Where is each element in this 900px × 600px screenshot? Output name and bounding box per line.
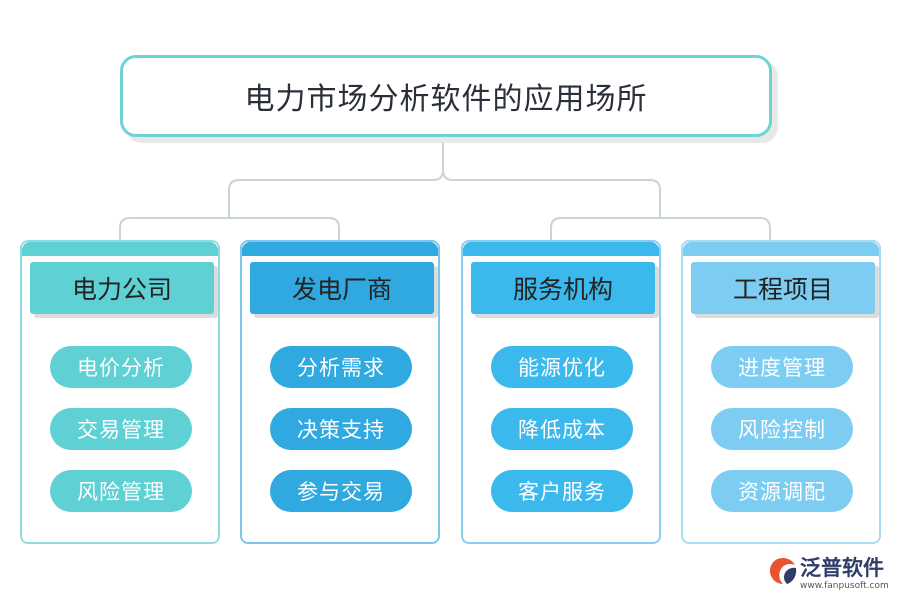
item-pill: 风险控制 [711, 408, 853, 450]
item-pill: 分析需求 [270, 346, 412, 388]
logo-url: www.fanpusoft.com [800, 581, 889, 591]
category-label: 工程项目 [732, 275, 833, 304]
title-box: 电力市场分析软件的应用场所 [120, 55, 772, 137]
item-label: 分析需求 [297, 356, 385, 380]
category-label: 电力公司 [71, 275, 172, 304]
item-pill: 能源优化 [491, 346, 633, 388]
item-pill: 资源调配 [711, 470, 853, 512]
fanpu-logo-icon [770, 558, 797, 584]
diagram-title: 电力市场分析软件的应用场所 [244, 82, 648, 117]
category-header: 发电厂商 [250, 262, 434, 314]
logo-name: 泛普软件 [800, 556, 884, 580]
category-card-power-company: 电力公司 电价分析 交易管理 风险管理 [20, 240, 220, 544]
item-label: 风险管理 [77, 480, 165, 504]
item-label: 决策支持 [297, 418, 385, 442]
item-pill: 决策支持 [270, 408, 412, 450]
item-pill: 参与交易 [270, 470, 412, 512]
category-label: 发电厂商 [291, 275, 392, 304]
item-label: 电价分析 [77, 356, 165, 380]
category-header: 服务机构 [471, 262, 655, 314]
item-pill: 交易管理 [50, 408, 192, 450]
item-pill: 电价分析 [50, 346, 192, 388]
brand-logo: 泛普软件 www.fanpusoft.com [768, 552, 892, 596]
item-label: 降低成本 [518, 418, 606, 442]
item-pill: 降低成本 [491, 408, 633, 450]
card-top-bar [463, 242, 659, 256]
item-label: 交易管理 [77, 418, 165, 442]
card-top-bar [242, 242, 438, 256]
category-card-service-agency: 服务机构 能源优化 降低成本 客户服务 [461, 240, 661, 544]
item-pill: 风险管理 [50, 470, 192, 512]
item-label: 参与交易 [297, 480, 385, 504]
category-card-generator: 发电厂商 分析需求 决策支持 参与交易 [240, 240, 440, 544]
item-label: 客户服务 [518, 480, 606, 504]
category-label: 服务机构 [512, 275, 613, 304]
item-label: 进度管理 [738, 356, 826, 380]
item-label: 能源优化 [518, 356, 606, 380]
card-top-bar [683, 242, 879, 256]
item-pill: 客户服务 [491, 470, 633, 512]
category-card-engineering-project: 工程项目 进度管理 风险控制 资源调配 [681, 240, 881, 544]
card-top-bar [22, 242, 218, 256]
item-pill: 进度管理 [711, 346, 853, 388]
item-label: 风险控制 [738, 418, 826, 442]
category-header: 工程项目 [691, 262, 875, 314]
category-header: 电力公司 [30, 262, 214, 314]
item-label: 资源调配 [738, 480, 826, 504]
